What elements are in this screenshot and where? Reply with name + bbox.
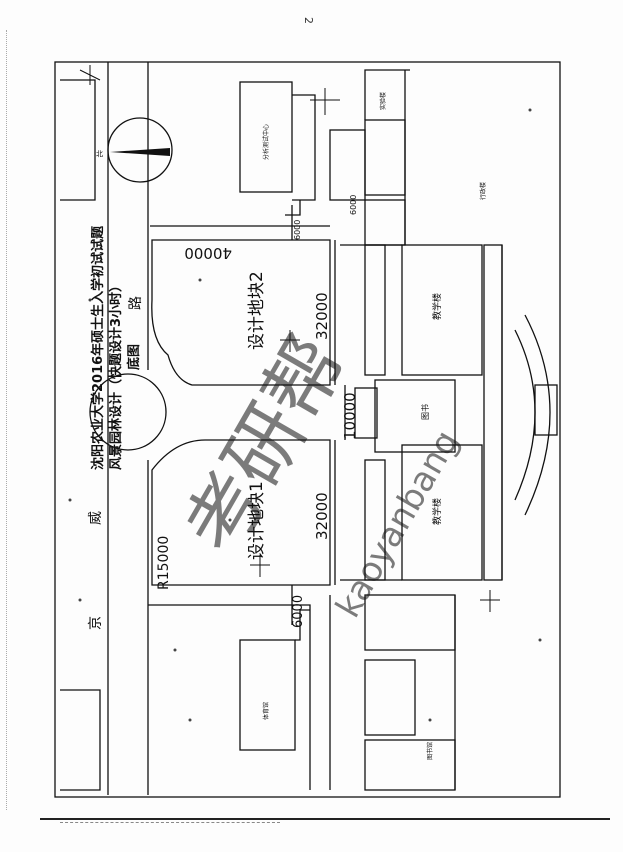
plaza-arc-2 <box>524 314 551 516</box>
roundabout <box>89 373 167 451</box>
bldg-south-east <box>364 594 456 651</box>
bldg-label-library: 图书馆 <box>426 742 434 760</box>
dim-gap: 10000 <box>341 392 359 440</box>
plot-1-label: 设计地块1 <box>247 481 267 560</box>
north-arrow-needle <box>110 148 170 156</box>
road-char-1: 京 <box>88 616 104 630</box>
bldg-east-1 <box>364 119 406 196</box>
teaching-block-south <box>401 444 483 581</box>
plot-2-label: 设计地块2 <box>247 271 267 350</box>
bldg-gym <box>239 639 296 751</box>
binding-margin <box>6 30 11 810</box>
bldg-label-south: 实验楼 <box>379 92 387 110</box>
bldg-label-teaching-1: 教学楼 <box>431 293 443 320</box>
bldg-east-2 <box>364 199 406 246</box>
heading-line-1: 沈阳农业大学2016年硕士生入学初试试题 <box>90 225 106 470</box>
plaza-arc-1 <box>514 329 536 501</box>
bldg-north-center <box>239 81 293 193</box>
bldg-library <box>364 739 456 791</box>
covered-corridor <box>483 244 503 581</box>
north-arrow-circle <box>107 117 173 183</box>
dim-radius: R15000 <box>156 536 172 590</box>
bldg-label-center: 图书 <box>420 404 430 420</box>
dim-plot2: 32000 <box>313 292 331 340</box>
dim-top: 40000 <box>184 244 232 262</box>
dim-small-3: 6000 <box>349 195 358 215</box>
road-char-3: 路 <box>128 296 144 310</box>
bldg-label-admin: 行政楼 <box>479 182 487 200</box>
plot-2-outline <box>151 239 331 386</box>
heading-line-3: 底图 <box>126 344 142 370</box>
teaching-block-north <box>401 244 483 376</box>
bldg-label-north-center: 分析测试中心 <box>262 124 270 160</box>
block-bottom-left <box>60 689 101 791</box>
block-top-left <box>60 79 96 201</box>
bldg-label-teaching-2: 教学楼 <box>431 498 443 525</box>
dim-small-1: 6000 <box>291 595 306 628</box>
plot-1-outline <box>151 439 331 586</box>
watermark-cn: 考研帮 <box>169 322 364 570</box>
bldg-label-gym: 体育馆 <box>262 702 270 720</box>
road-char-2: 威 <box>88 511 104 525</box>
plaza-stage <box>534 384 558 436</box>
footer-rule <box>40 818 610 820</box>
footer-scan-noise <box>60 822 280 826</box>
heading-group: 沈阳农业大学2016年硕士生入学初试试题 风景园林设计（快题设计3小时） 底图 <box>90 225 142 470</box>
map-frame <box>54 61 561 798</box>
north-label: 北 <box>96 150 103 158</box>
heading-line-2: 风景园林设计（快题设计3小时） <box>108 279 124 470</box>
center-hall <box>374 379 456 453</box>
dim-small-2: 6000 <box>293 220 302 240</box>
dim-plot1: 32000 <box>313 492 331 540</box>
